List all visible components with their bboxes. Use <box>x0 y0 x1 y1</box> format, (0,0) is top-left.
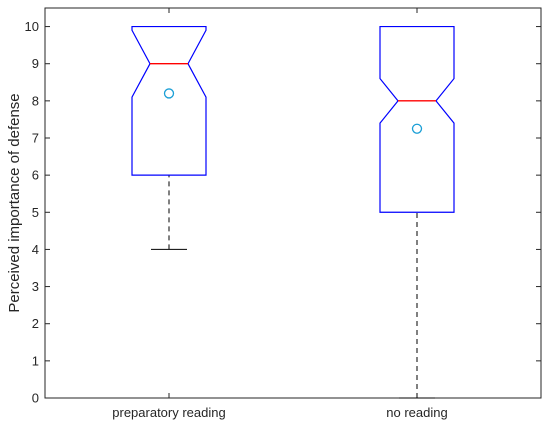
mean-marker <box>163 88 175 99</box>
notched-box <box>379 25 455 213</box>
y-tick-label: 3 <box>32 279 39 294</box>
y-axis-title: Perceived importance of defense <box>6 93 23 312</box>
x-tick-label: no reading <box>386 405 447 420</box>
mean-marker <box>411 123 423 134</box>
plot-area <box>44 7 542 399</box>
notched-box <box>131 25 207 176</box>
y-tick-label: 10 <box>25 19 39 34</box>
box-2 <box>379 25 455 399</box>
y-tick-label: 7 <box>32 131 39 146</box>
y-tick-label: 2 <box>32 316 39 331</box>
boxes-group <box>131 25 455 399</box>
x-tick-label: preparatory reading <box>112 405 225 420</box>
y-tick-label: 8 <box>32 93 39 108</box>
y-tick-label: 0 <box>32 391 39 406</box>
y-tick-label: 5 <box>32 205 39 220</box>
y-tick-label: 6 <box>32 168 39 183</box>
y-axis: 0 1 2 3 4 5 6 7 8 9 10 <box>25 19 541 406</box>
y-tick-label: 1 <box>32 353 39 368</box>
x-axis: preparatory reading no reading <box>112 8 448 420</box>
y-tick-label: 9 <box>32 56 39 71</box>
box-1 <box>131 25 207 250</box>
y-tick-label: 4 <box>32 242 39 257</box>
